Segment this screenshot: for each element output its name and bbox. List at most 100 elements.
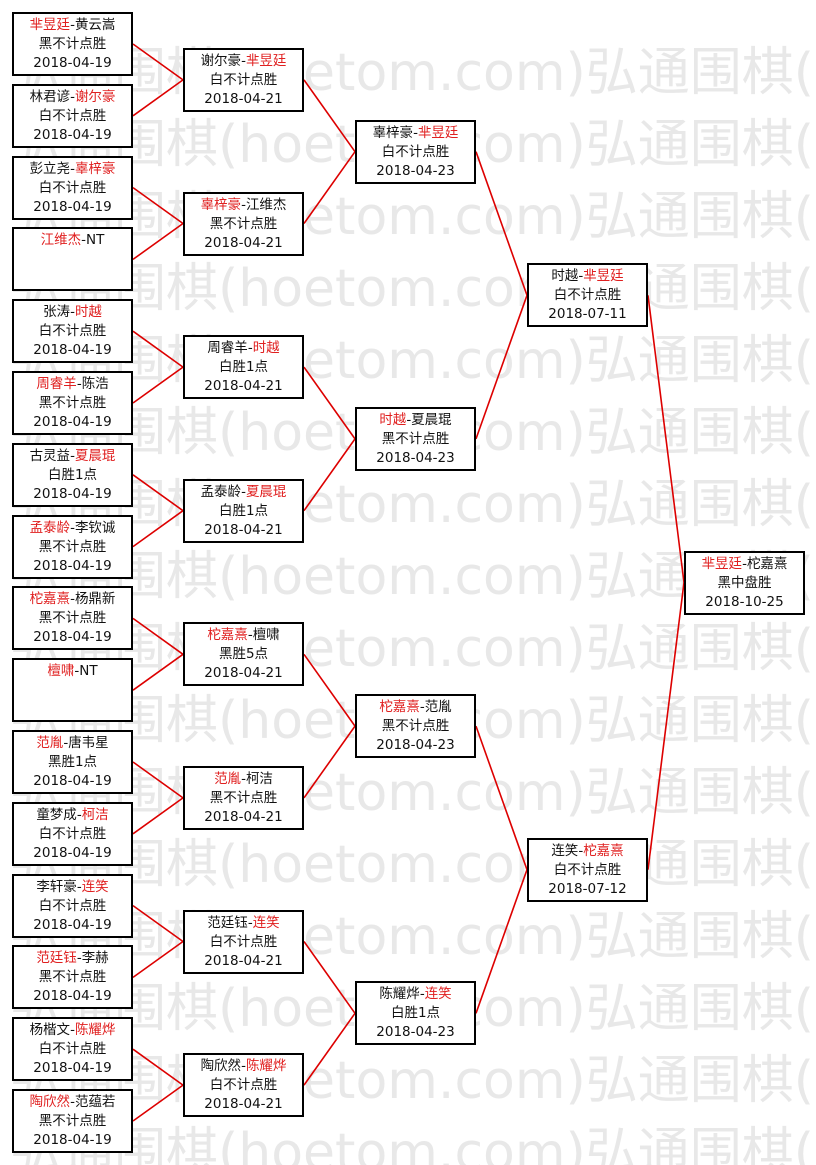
bracket-connector bbox=[132, 366, 184, 404]
player-white: 夏晨琨 bbox=[245, 483, 287, 500]
match-players: 辜梓豪-芈昱廷 bbox=[357, 124, 474, 143]
player-separator: - bbox=[406, 411, 412, 428]
match-date: 2018-04-19 bbox=[33, 198, 112, 215]
match-result: 黑不计点胜 bbox=[38, 969, 107, 986]
bracket-connector bbox=[132, 186, 184, 225]
player-separator: - bbox=[241, 196, 246, 213]
match-result: 白不计点胜 bbox=[38, 179, 107, 196]
player-black: 芈昱廷 bbox=[29, 17, 71, 33]
player-separator: - bbox=[63, 735, 69, 751]
match-result: 黑不计点胜 bbox=[38, 36, 107, 52]
player-black: 陈耀烨 bbox=[379, 986, 420, 1003]
player-black: 彭立尧 bbox=[29, 160, 71, 177]
player-white: 陈耀烨 bbox=[74, 1022, 116, 1039]
match-date: 2018-04-21 bbox=[204, 665, 283, 682]
match-date: 2018-04-19 bbox=[33, 342, 112, 359]
match-date: 2018-10-25 bbox=[705, 593, 784, 610]
match-result: 白胜1点 bbox=[218, 502, 269, 519]
player-black: 周睿羊 bbox=[36, 376, 77, 392]
match-players: 孟泰龄-夏晨琨 bbox=[185, 483, 302, 502]
player-white: 杨鼎新 bbox=[74, 591, 116, 608]
match-date bbox=[14, 269, 131, 288]
match-date: 2018-04-19 bbox=[33, 773, 112, 789]
player-black: 陶欣然 bbox=[200, 1058, 242, 1075]
match-result: 黑中盘胜 bbox=[717, 574, 772, 591]
bracket-connector bbox=[132, 940, 184, 979]
match-result: 白不计点胜 bbox=[381, 143, 450, 160]
match-result: 白胜1点 bbox=[218, 359, 269, 376]
match-result: 白不计点胜 bbox=[209, 71, 278, 88]
player-black: 柁嘉熹 bbox=[29, 591, 71, 608]
match-players: 范胤-唐韦星 bbox=[14, 734, 131, 753]
player-separator: - bbox=[419, 986, 425, 1003]
player-white: 时越 bbox=[252, 340, 280, 357]
match-date: 2018-04-23 bbox=[376, 162, 455, 179]
player-black: 柁嘉熹 bbox=[379, 699, 420, 716]
match-date bbox=[14, 700, 131, 719]
match-result: 白胜1点 bbox=[390, 1005, 441, 1022]
player-white: 陈浩 bbox=[81, 376, 109, 392]
player-separator: - bbox=[74, 663, 80, 680]
player-black: 张涛 bbox=[43, 304, 71, 321]
player-black: 柁嘉熹 bbox=[207, 627, 248, 644]
player-separator: - bbox=[70, 88, 75, 105]
match-players: 陈耀烨-连笑 bbox=[357, 985, 474, 1004]
player-separator: - bbox=[247, 627, 253, 644]
bracket-connector bbox=[132, 510, 184, 548]
match-result: 黑不计点胜 bbox=[209, 789, 278, 806]
player-white: 芈昱廷 bbox=[583, 268, 624, 285]
watermark-text: 弘通围棋(hoetom.com)弘通围棋(hoetom.com) bbox=[10, 907, 816, 967]
match-players: 柁嘉熹-杨鼎新 bbox=[14, 590, 131, 609]
match-result: 白不计点胜 bbox=[38, 323, 107, 340]
player-white: 黄云嵩 bbox=[74, 17, 116, 33]
player-separator: - bbox=[70, 519, 75, 536]
player-black: 陶欣然 bbox=[29, 1094, 71, 1110]
match-players: 辜梓豪-江维杰 bbox=[185, 196, 302, 215]
player-white: NT bbox=[79, 663, 98, 680]
player-black: 时越 bbox=[551, 268, 579, 285]
player-separator: - bbox=[70, 1094, 75, 1110]
match-date: 2018-04-19 bbox=[33, 485, 112, 502]
player-black: 芈昱廷 bbox=[701, 555, 743, 572]
bracket-connector bbox=[132, 43, 184, 81]
player-separator: - bbox=[70, 304, 75, 321]
player-black: 范廷钰 bbox=[36, 950, 77, 967]
player-black: 李轩豪 bbox=[36, 878, 77, 895]
match-result: 白不计点胜 bbox=[38, 897, 107, 914]
match-date: 2018-04-23 bbox=[376, 449, 455, 466]
match-date: 2018-04-19 bbox=[33, 1060, 112, 1077]
player-white: 谢尔豪 bbox=[74, 88, 116, 105]
bracket-connector bbox=[647, 582, 685, 870]
player-white: 连笑 bbox=[81, 878, 109, 895]
match-players: 张涛-时越 bbox=[14, 303, 131, 322]
match-box: 辜梓豪-芈昱廷白不计点胜 2018-04-23 bbox=[355, 119, 476, 184]
match-result: 黑胜5点 bbox=[218, 646, 269, 663]
match-players: 范廷钰-李赫 bbox=[14, 949, 131, 968]
match-players: 陶欣然-陈耀烨 bbox=[185, 1057, 302, 1076]
bracket-connector bbox=[475, 295, 528, 440]
match-players: 谢尔豪-芈昱廷 bbox=[185, 52, 302, 71]
match-result: 黑不计点胜 bbox=[381, 718, 450, 735]
player-black: 孟泰龄 bbox=[200, 483, 242, 500]
bracket-connector bbox=[132, 797, 184, 835]
match-date: 2018-04-21 bbox=[204, 378, 283, 395]
match-result: 白不计点胜 bbox=[209, 933, 278, 950]
match-players: 芈昱廷-柁嘉熹 bbox=[686, 555, 803, 574]
player-white: 辜梓豪 bbox=[74, 160, 116, 177]
match-box: 檀啸-NT bbox=[12, 658, 133, 723]
match-players: 范胤-柯洁 bbox=[185, 770, 302, 789]
player-black: 辜梓豪 bbox=[372, 124, 414, 141]
match-result: 白不计点胜 bbox=[553, 287, 622, 304]
match-result: 黑不计点胜 bbox=[38, 1113, 107, 1129]
